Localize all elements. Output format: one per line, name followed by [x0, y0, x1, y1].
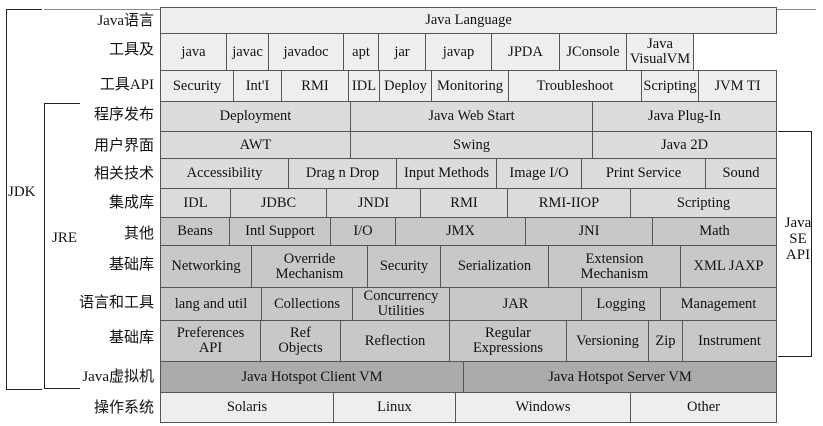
component-cell: Java Plug-In — [592, 101, 777, 132]
api-bracket-side — [811, 131, 812, 357]
component-cell: JConsole — [559, 33, 627, 71]
component-cell: Java Hotspot Server VM — [463, 361, 777, 393]
row-label: 基础库 — [108, 329, 154, 346]
component-cell: Override Mechanism — [251, 245, 368, 288]
component-cell: javap — [425, 33, 492, 71]
component-cell: Management — [660, 287, 777, 321]
component-cell: Java Hotspot Client VM — [160, 361, 464, 393]
component-cell: JAR — [449, 287, 582, 321]
component-cell: Monitoring — [431, 70, 509, 102]
jdk-bracket-bottom — [6, 389, 42, 390]
component-cell: JNI — [525, 217, 653, 246]
component-cell: Ref Objects — [260, 320, 341, 362]
component-cell: javadoc — [268, 33, 344, 71]
component-cell: Troubleshoot — [508, 70, 642, 102]
row-label: 工具及 — [108, 41, 154, 58]
component-cell: Extension Mechanism — [548, 245, 681, 288]
component-cell: Zip — [648, 320, 683, 362]
jre-bracket-bottom — [44, 388, 80, 389]
component-cell: Linux — [333, 392, 456, 423]
jre-label: JRE — [52, 230, 78, 246]
component-cell: Math — [652, 217, 777, 246]
component-cell: Versioning — [566, 320, 649, 362]
row-label: Java虚拟机 — [82, 368, 154, 385]
component-cell: Input Methods — [396, 158, 497, 189]
component-cell: Collections — [261, 287, 353, 321]
component-cell: JMX — [395, 217, 526, 246]
jre-bracket-side — [44, 103, 45, 389]
component-cell: Regular Expressions — [449, 320, 567, 362]
component-cell: Beans — [160, 217, 230, 246]
component-cell: Solaris — [160, 392, 334, 423]
java-se-api-label: Java SE API — [784, 215, 812, 263]
component-cell: Instrument — [682, 320, 777, 362]
component-cell: Int'I — [233, 70, 282, 102]
row-label: Java语言 — [97, 12, 154, 29]
row-label: 用户界面 — [93, 137, 154, 154]
jdk-bracket-top — [6, 9, 42, 10]
component-cell: Security — [160, 70, 234, 102]
component-cell: javac — [226, 33, 269, 71]
component-cell: Drag n Drop — [288, 158, 397, 189]
component-cell: Reflection — [340, 320, 450, 362]
component-cell: Concurrency Utilities — [352, 287, 450, 321]
component-cell: java — [160, 33, 227, 71]
api-bracket-bottom — [778, 356, 811, 357]
component-cell: Accessibility — [160, 158, 289, 189]
component-cell: Image I/O — [496, 158, 582, 189]
row-label: 基础库 — [108, 256, 154, 273]
component-cell: JPDA — [491, 33, 560, 71]
jre-bracket-top — [44, 103, 80, 104]
component-cell: Windows — [455, 392, 631, 423]
row-label: 集成库 — [108, 194, 154, 211]
jdk-bracket-side — [6, 9, 7, 390]
component-cell: lang and util — [160, 287, 262, 321]
component-cell: Java Language — [160, 7, 777, 34]
row-label: 程序发布 — [93, 106, 154, 123]
component-cell: Deploy — [379, 70, 432, 102]
component-cell: RMI — [281, 70, 349, 102]
component-cell: Deployment — [160, 101, 351, 132]
component-cell: Java Web Start — [350, 101, 593, 132]
component-cell: Intl Support — [229, 217, 331, 246]
api-bracket-top — [778, 131, 811, 132]
row-label: 相关技术 — [93, 165, 154, 182]
row-label: 工具API — [99, 76, 154, 93]
component-cell: AWT — [160, 131, 351, 159]
component-cell: I/O — [330, 217, 396, 246]
component-cell: Security — [367, 245, 441, 288]
component-cell: RMI-IIOP — [507, 188, 631, 218]
top-rule-right — [776, 9, 816, 10]
row-label: 操作系统 — [93, 399, 154, 416]
component-cell: XML JAXP — [680, 245, 777, 288]
component-cell: Scripting — [641, 70, 699, 102]
row-label: 其他 — [123, 225, 154, 242]
component-cell: Scripting — [630, 188, 777, 218]
component-cell: Preferences API — [160, 320, 261, 362]
component-cell: Logging — [581, 287, 661, 321]
component-cell: Java VisualVM — [626, 33, 694, 71]
component-cell: JDBC — [230, 188, 327, 218]
component-cell: apt — [343, 33, 379, 71]
component-cell: Other — [630, 392, 777, 423]
component-cell: Print Service — [581, 158, 706, 189]
component-cell: IDL — [348, 70, 380, 102]
row-label: 语言和工具 — [78, 294, 154, 311]
jdk-label: JDK — [8, 184, 36, 200]
component-cell: Swing — [350, 131, 593, 159]
component-cell: JNDI — [326, 188, 421, 218]
component-cell: Networking — [160, 245, 252, 288]
component-cell: Java 2D — [592, 131, 777, 159]
top-rule-left — [44, 9, 160, 10]
component-cell: JVM TI — [698, 70, 777, 102]
component-cell: Sound — [705, 158, 777, 189]
component-cell: RMI — [420, 188, 508, 218]
component-cell: jar — [378, 33, 426, 71]
component-cell: IDL — [160, 188, 231, 218]
component-cell: Serialization — [440, 245, 549, 288]
